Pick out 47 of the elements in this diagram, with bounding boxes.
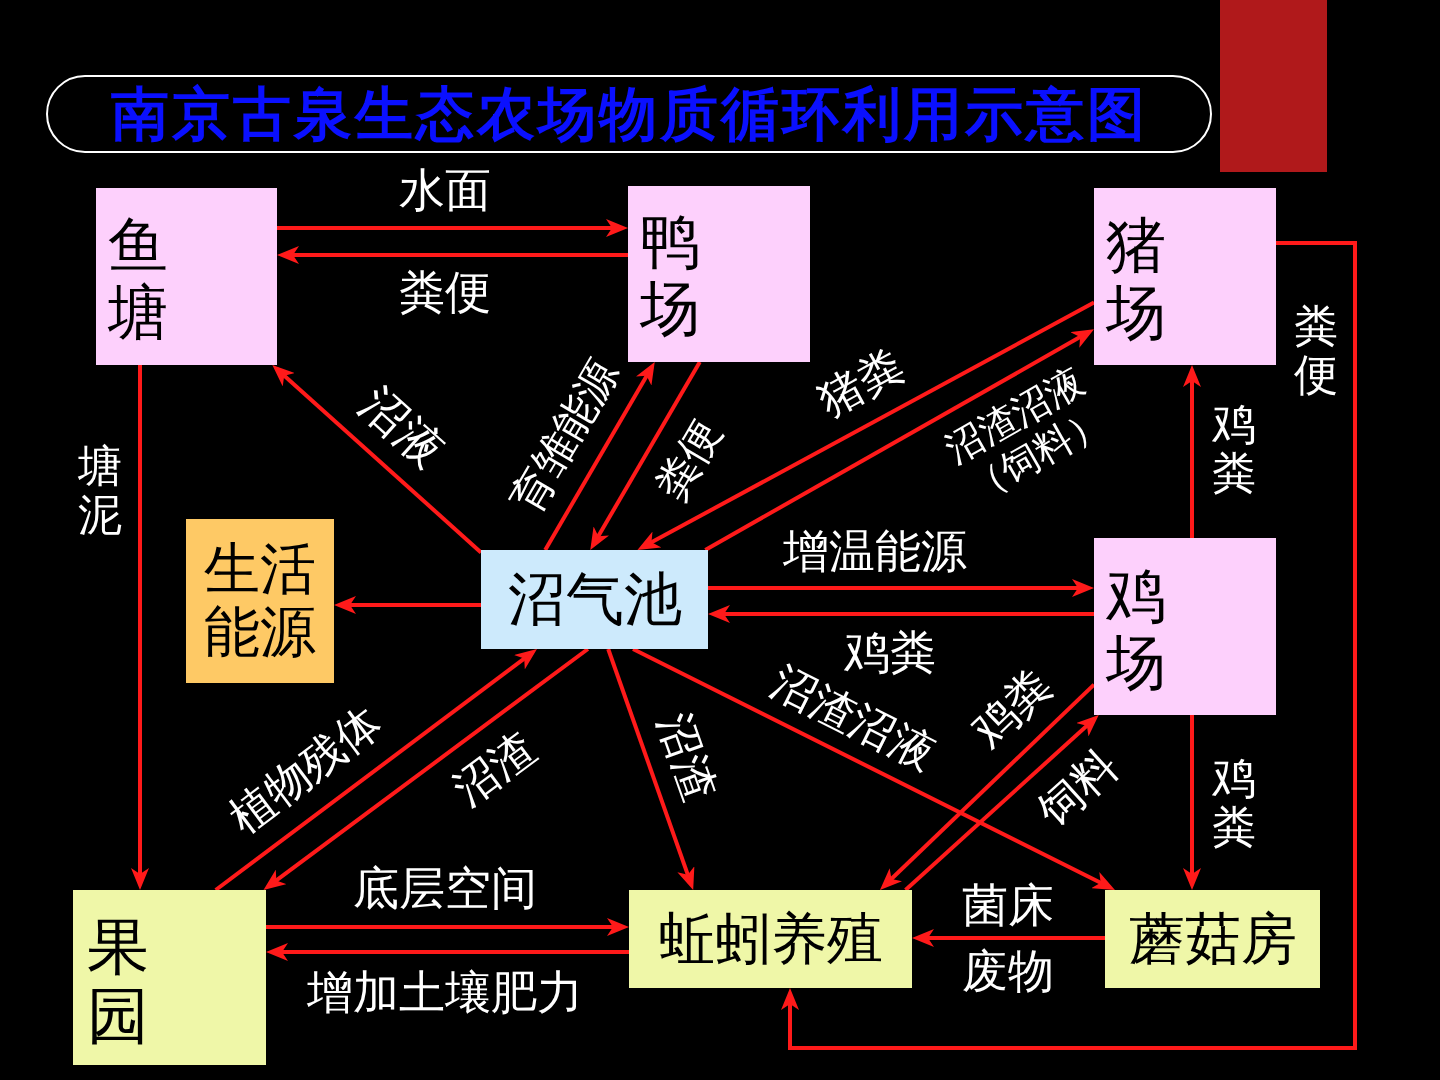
arrow xyxy=(637,300,1095,550)
arrow xyxy=(272,365,483,554)
edge-label: 猪粪 xyxy=(810,340,912,426)
arrow xyxy=(543,362,655,551)
arrow xyxy=(912,929,1105,947)
node-box: 沼气池 xyxy=(481,550,708,649)
title: 南京古泉生态农场物质循环利用示意图 xyxy=(46,75,1212,153)
node-box: 蚯蚓养殖 xyxy=(629,890,912,988)
edge-label: 育雏能源 xyxy=(502,351,628,521)
node-box: 鱼塘 xyxy=(96,188,277,365)
edge-label: 鸡粪 xyxy=(1211,752,1257,852)
arrow xyxy=(1183,715,1201,890)
arrow xyxy=(277,246,628,264)
arrow xyxy=(266,918,629,936)
edge-label: 沼液 xyxy=(350,377,454,477)
arrow xyxy=(904,714,1099,892)
edge-label: 粪便 xyxy=(647,412,731,508)
edge-label: 菌床废物 xyxy=(961,877,1055,1000)
arrow xyxy=(214,649,537,892)
arrow xyxy=(879,683,1096,890)
arrow xyxy=(606,648,695,890)
node-box: 鸭场 xyxy=(628,186,810,362)
arrow xyxy=(704,329,1094,552)
arrow xyxy=(131,365,149,890)
node-box: 果园 xyxy=(73,890,266,1065)
edge-label: 塘泥 xyxy=(77,440,123,540)
edge-label: 增温能源 xyxy=(783,525,967,577)
edge-label: 增加土壤肥力 xyxy=(307,966,583,1018)
arrow xyxy=(708,579,1094,597)
arrow xyxy=(1183,365,1201,538)
arrow xyxy=(266,943,629,961)
arrow xyxy=(590,361,702,550)
node-box: 蘑菇房 xyxy=(1105,890,1320,988)
arrow xyxy=(708,605,1094,623)
node-box: 鸡场 xyxy=(1094,538,1276,715)
edge-label: 底层空间 xyxy=(353,862,537,914)
edge-label: 鸡粪 xyxy=(1211,398,1257,498)
node-box: 猪场 xyxy=(1094,188,1276,365)
node-box: 生活能源 xyxy=(186,519,334,683)
edge-label: 沼渣 xyxy=(649,707,725,807)
edge-label: 植物残体 xyxy=(220,697,390,843)
edge-label: 鸡粪 xyxy=(844,626,936,678)
arrow xyxy=(632,647,1115,890)
edge-label: 粪便 xyxy=(399,266,491,318)
arrow xyxy=(263,647,590,890)
edge-label: 沼渣 xyxy=(444,723,544,815)
arrow xyxy=(334,596,481,614)
